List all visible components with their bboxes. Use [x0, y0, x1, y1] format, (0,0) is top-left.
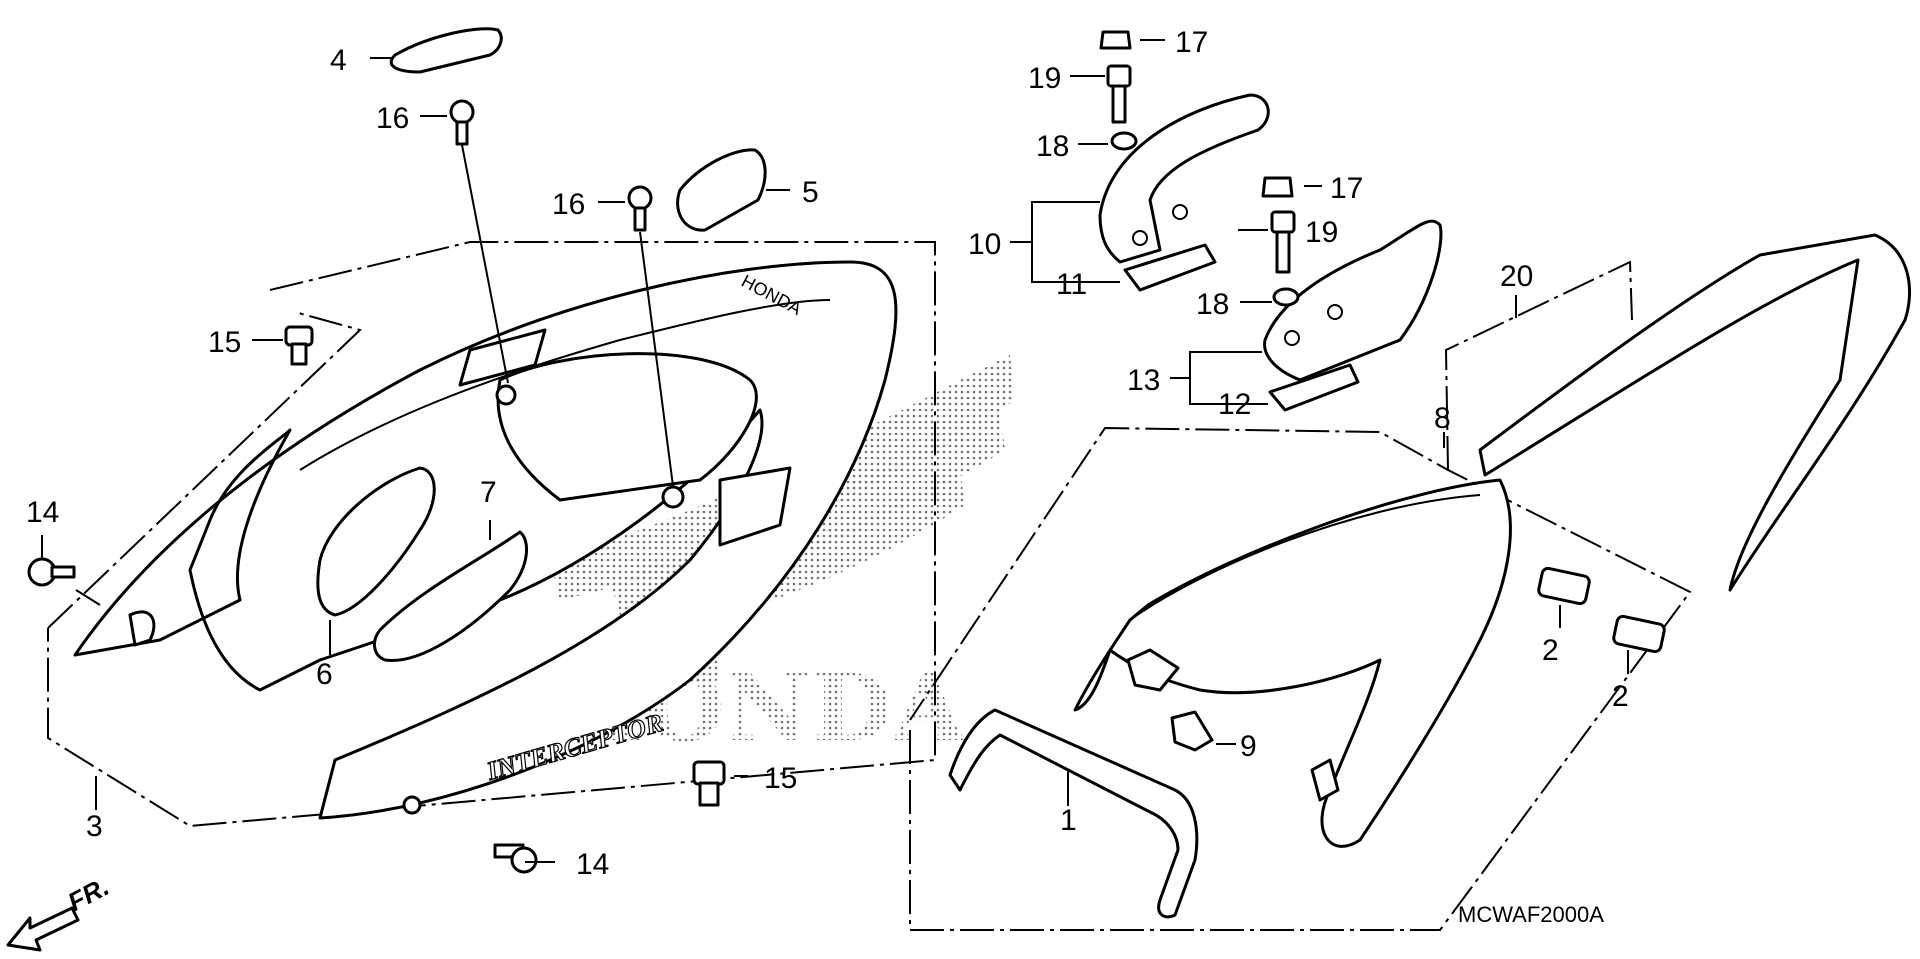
- callout-labels: 4 16 16 5 15 14 7 6 3 15 14 17 19 18 10 …: [26, 26, 1629, 881]
- callout-5: 5: [802, 176, 819, 209]
- part-15b-clip: [692, 760, 726, 807]
- part-19a-bolt: [1106, 64, 1132, 124]
- callout-1: 1: [1060, 804, 1077, 837]
- callout-4: 4: [330, 44, 347, 77]
- callout-10: 10: [968, 228, 1001, 261]
- callout-15a: 15: [208, 326, 241, 359]
- callout-19a: 19: [1028, 62, 1061, 95]
- part-14a-bolt: [27, 557, 76, 587]
- part-17a-nut: [1099, 30, 1132, 50]
- callout-14b: 14: [576, 848, 609, 881]
- part-8-seat-cowl: [1073, 478, 1512, 848]
- leader-lines: [41, 39, 1629, 863]
- part-19b-bolt: [1270, 210, 1296, 274]
- part-6-ring: [316, 466, 436, 617]
- callout-14a: 14: [26, 496, 59, 529]
- part-16b-screw: [627, 185, 653, 232]
- callout-12: 12: [1218, 388, 1251, 421]
- callout-17a: 17: [1175, 26, 1208, 59]
- drawing-code: MCWAF2000A: [1458, 902, 1604, 927]
- part-9-pad: [1170, 710, 1214, 752]
- callout-19b: 19: [1305, 216, 1338, 249]
- callout-7: 7: [480, 476, 497, 509]
- callout-3: 3: [86, 810, 103, 843]
- part-1-seal: [948, 708, 1199, 919]
- callout-13: 13: [1127, 364, 1160, 397]
- callout-17b: 17: [1330, 172, 1363, 205]
- part-18a-washer: [1110, 131, 1138, 151]
- front-arrow-icon: [6, 906, 80, 952]
- callout-18a: 18: [1036, 130, 1069, 163]
- callout-6: 6: [316, 658, 333, 691]
- part-5-cover: [676, 148, 767, 232]
- part-17b-nut: [1261, 176, 1294, 198]
- frame-left: [47, 241, 936, 828]
- callout-11: 11: [1056, 268, 1087, 301]
- part-18b-washer: [1272, 287, 1300, 307]
- callout-9: 9: [1240, 730, 1257, 763]
- callout-15b: 15: [764, 762, 797, 795]
- callout-20: 20: [1500, 260, 1533, 293]
- part-2b-pad: [1612, 614, 1666, 654]
- part-14b-bolt: [493, 843, 538, 874]
- part-4-cap: [389, 27, 503, 74]
- part-15a-clip: [284, 325, 314, 366]
- grab-rail-upper: [1098, 93, 1270, 292]
- callout-18b: 18: [1196, 288, 1229, 321]
- callout-16a: 16: [376, 102, 409, 135]
- part-20-stripe: [1478, 233, 1912, 592]
- callout-8: 8: [1434, 402, 1451, 435]
- front-direction-indicator: FR.: [6, 871, 114, 952]
- part-7-ring: [373, 530, 529, 662]
- callout-2a: 2: [1542, 634, 1559, 667]
- frame-right: [909, 260, 1692, 931]
- part-16a-screw: [449, 99, 475, 146]
- callout-2b: 2: [1612, 680, 1629, 713]
- grab-rail-lower: [1263, 219, 1443, 412]
- callout-16b: 16: [552, 188, 585, 221]
- part-2a-pad: [1537, 566, 1591, 606]
